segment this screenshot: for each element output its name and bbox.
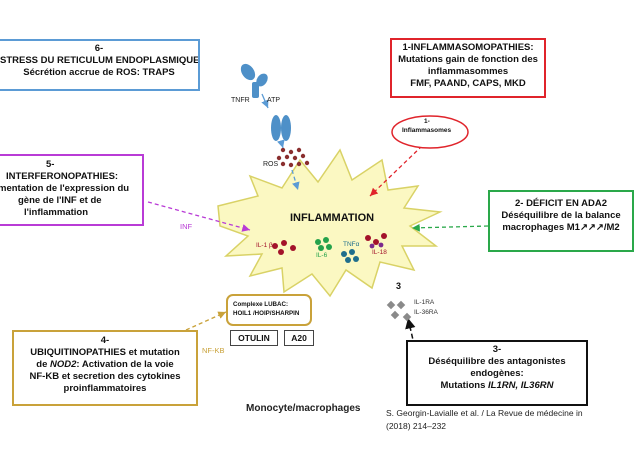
box-antagonists: 3- Déséquilibre des antagonistes endogèn… xyxy=(406,340,588,406)
arrow-atp-to-ros xyxy=(277,139,285,149)
box-ubiquitin-line1: UBIQUITINOPATHIES et mutation xyxy=(30,347,180,358)
arrow-ada2-to-inflammation xyxy=(411,223,489,232)
box-ada2-line2: Déséquilibre de la balance xyxy=(501,210,621,221)
tnfa-label: TNFα xyxy=(343,241,360,248)
citation-line1: S. Georgin-Lavialle et al. / La Revue de… xyxy=(386,408,583,418)
antagonist-diamonds xyxy=(386,300,412,322)
box-stress-title: 6- xyxy=(94,43,104,54)
tnfr-receptor xyxy=(240,63,268,98)
il36ra-label: IL-36RA xyxy=(414,309,438,316)
box-antagonists-line3: Mutations IL1RN, IL36RN xyxy=(408,380,586,392)
box-inflammasomopathies-line3: inflammasommes xyxy=(427,66,509,77)
box-a20: A20 xyxy=(284,330,314,346)
inflammasomes-number: 1- xyxy=(424,118,430,125)
box-otulin-label: OTULIN xyxy=(238,333,270,343)
inflammasomes-ellipse xyxy=(391,115,469,149)
box-ubiquitin-line2: de NOD2: Activation de la voie xyxy=(14,359,196,371)
box-interferon-title: 5- xyxy=(46,159,55,170)
box-interferon-line4: l'inflammation xyxy=(24,207,89,218)
box-inflammasomopathies-line2: Mutations gain de fonction des xyxy=(398,54,538,65)
inflammasomes-label: Inflammasomes xyxy=(402,127,452,134)
box-ada2: 2- DÉFICIT EN ADA2 Déséquilibre de la ba… xyxy=(488,190,634,252)
box-lubac-line2: HOIL1 /HOIP/SHARPIN xyxy=(233,310,300,317)
box-interferon-line2: mentation de l'expression du xyxy=(0,183,130,194)
inflammation-label: INFLAMMATION xyxy=(290,212,375,224)
box-inflammasomopathies-line4: FMF, PAAND, CAPS, MKD xyxy=(410,78,526,89)
nfkb-label: NF-KB xyxy=(202,346,225,355)
box-antagonists-line1: Déséquilibre des antagonistes xyxy=(428,356,566,367)
antagonists-number: 3 xyxy=(396,281,402,291)
box-inflammasomopathies: 1-INFLAMMASOMOPATHIES: Mutations gain de… xyxy=(390,38,546,98)
arrow-ros-to-inflammation xyxy=(291,169,300,191)
il1b-left-label: IL-1 β xyxy=(256,242,273,249)
tnfr-label: TNFR xyxy=(231,97,250,104)
box-stress-line1: STRESS DU RETICULUM ENDOPLASMIQUE: xyxy=(0,55,200,66)
box-ubiquitin-line2-post: : Activation de la voie xyxy=(76,359,174,370)
box-ubiquitin-title: 4- xyxy=(100,335,110,346)
box-inflammasomopathies-line1: 1-INFLAMMASOMOPATHIES: xyxy=(402,42,534,53)
box-ubiquitin-line2-em: NOD2 xyxy=(50,359,77,370)
arrow-tnfr-to-atp xyxy=(261,93,269,109)
atp-label: ATP xyxy=(267,97,281,104)
cytokine-il18 xyxy=(365,233,387,245)
il6-label: IL-6 xyxy=(316,252,328,259)
il1ra-label: IL-1RA xyxy=(414,299,435,306)
cytokine-tnfa xyxy=(341,249,359,263)
arrow-interferon-to-inflammation xyxy=(147,201,251,232)
box-antagonists-line2: endogènes: xyxy=(470,368,524,379)
box-lubac: Complexe LUBAC: HOIL1 /HOIP/SHARPIN xyxy=(226,294,312,326)
ros-particles xyxy=(276,147,310,168)
box-otulin: OTULIN xyxy=(230,330,278,346)
box-interferon-line3: gène de l'INF et de xyxy=(18,195,102,206)
box-ubiquitin-line4: proinflammatoires xyxy=(63,383,147,394)
box-antagonists-line3-pre: Mutations xyxy=(440,380,489,391)
cytokine-il6 xyxy=(315,237,332,251)
ros-label: ROS xyxy=(263,161,279,168)
box-interferon-line1: INTERFERONOPATHIES: xyxy=(6,171,119,182)
inflammation-burst xyxy=(217,148,443,298)
citation-line2: (2018) 214–232 xyxy=(386,421,447,431)
atp-receptor xyxy=(271,115,291,141)
arrow-inflammasomes-to-inflammation xyxy=(369,145,423,197)
box-stress-reticulum: 6- STRESS DU RETICULUM ENDOPLASMIQUE: Sé… xyxy=(0,39,200,91)
box-ada2-line1: 2- DÉFICIT EN ADA2 xyxy=(514,198,608,209)
box-lubac-line1: Complexe LUBAC: xyxy=(233,301,289,308)
box-a20-label: A20 xyxy=(291,333,307,343)
box-ubiquitinopathies: 4- UBIQUITINOPATHIES et mutation de NOD2… xyxy=(12,330,198,406)
box-stress-line2: Sécrétion accrue de ROS: TRAPS xyxy=(23,67,175,78)
box-ubiquitin-line3: NF-KB et secretion des cytokines xyxy=(29,371,181,382)
box-ubiquitin-line2-pre: de xyxy=(36,359,50,370)
box-antagonists-line3-em: IL1RN, IL36RN xyxy=(488,380,554,391)
cytokine-il18-purple xyxy=(369,242,384,249)
il18-label: IL-18 xyxy=(372,249,387,256)
arrow-ubiquitin-to-lubac xyxy=(185,311,227,331)
monocyte-label: Monocyte/macrophages xyxy=(246,403,361,414)
box-interferonopathies: 5- INTERFERONOPATHIES: mentation de l'ex… xyxy=(0,154,144,226)
cytokine-il1b-left xyxy=(272,240,296,255)
inf-label: INF xyxy=(180,222,193,231)
box-ada2-line3: macrophages M1↗↗↗/M2 xyxy=(502,222,620,233)
box-antagonists-title: 3- xyxy=(492,344,502,355)
